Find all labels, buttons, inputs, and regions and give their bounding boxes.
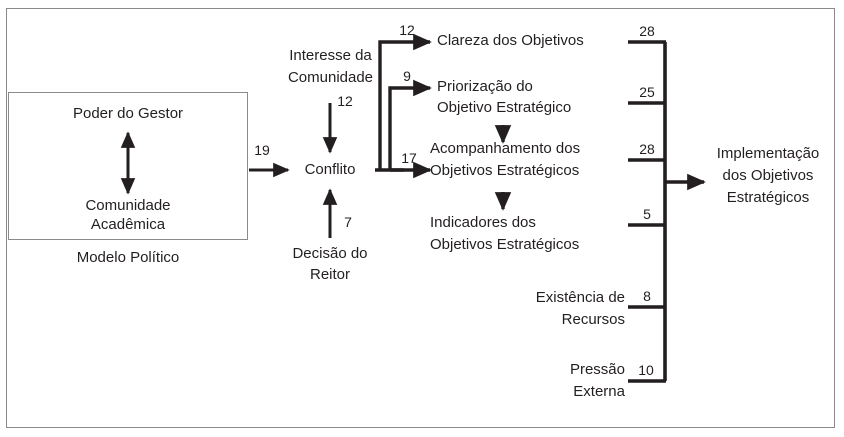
node-existencia-recursos-line1: Existência de (535, 289, 625, 306)
weight-conflito-to-priorizacao: 9 (403, 68, 411, 84)
node-implementacao-line3: Estratégicos (726, 189, 810, 206)
node-conflito: Conflito (304, 161, 356, 178)
caption-modelo-politico: Modelo Político (76, 249, 180, 266)
node-poder-do-gestor: Poder do Gestor (72, 105, 184, 122)
weight-acompanhamento-to-implementacao: 28 (639, 141, 655, 157)
diagram-outer-frame (6, 8, 835, 428)
weight-clareza-to-implementacao: 28 (639, 23, 655, 39)
node-indicadores-line2: Objetivos Estratégicos (430, 236, 580, 253)
node-implementacao-line2: dos Objetivos (722, 167, 814, 184)
node-comunidade-academica-line1: Comunidade (85, 197, 171, 214)
weight-recursos-to-implementacao: 8 (643, 288, 651, 304)
node-implementacao-line1: Implementação (716, 145, 820, 162)
node-clareza-objetivos: Clareza dos Objetivos (437, 32, 584, 49)
weight-pressao-to-implementacao: 10 (638, 362, 654, 378)
weight-modelo-to-conflito: 19 (254, 142, 270, 158)
weight-priorizacao-to-implementacao: 25 (639, 84, 655, 100)
weight-conflito-to-clareza: 12 (399, 22, 415, 38)
node-interesse-comunidade-line2: Comunidade (287, 69, 374, 86)
node-decisao-reitor-line2: Reitor (309, 266, 350, 283)
node-acompanhamento-line2: Objetivos Estratégicos (430, 162, 580, 179)
node-indicadores-line1: Indicadores dos (430, 214, 536, 231)
weight-interesse-to-conflito: 12 (337, 93, 353, 109)
node-pressao-externa-line2: Externa (573, 383, 625, 400)
weight-conflito-to-acompanhamento: 17 (401, 150, 417, 166)
modelo-politico-box (8, 92, 248, 240)
node-interesse-comunidade-line1: Interesse da (289, 47, 372, 64)
weight-decisao-to-conflito: 7 (344, 214, 352, 230)
node-decisao-reitor-line1: Decisão do (292, 245, 368, 262)
weight-indicadores-to-implementacao: 5 (643, 206, 651, 222)
node-acompanhamento-line1: Acompanhamento dos (430, 140, 581, 157)
node-existencia-recursos-line2: Recursos (561, 311, 625, 328)
node-pressao-externa-line1: Pressão (569, 361, 625, 378)
node-priorizacao-line2: Objetivo Estratégico (437, 99, 572, 116)
node-comunidade-academica-line2: Acadêmica (90, 216, 166, 233)
node-priorizacao-line1: Priorização do (437, 78, 533, 95)
